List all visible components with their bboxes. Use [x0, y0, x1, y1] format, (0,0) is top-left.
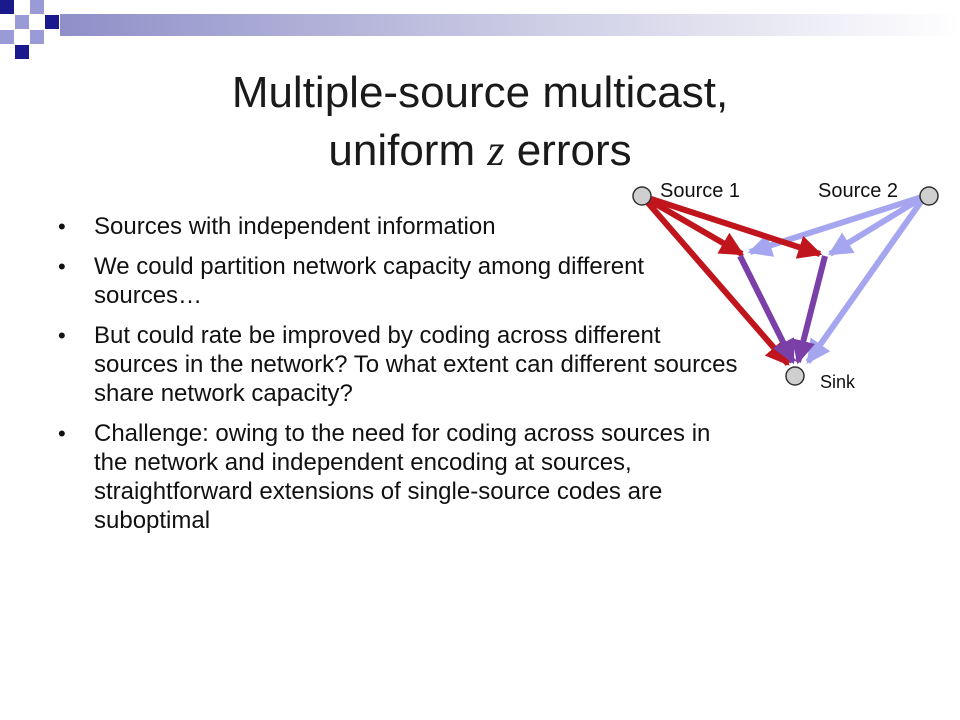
header-gradient-bar	[60, 14, 960, 36]
slide-title: Multiple-source multicast, uniform z err…	[40, 64, 920, 180]
title-line-2: uniform z errors	[40, 122, 920, 180]
header-square	[30, 30, 44, 44]
title-variable: z	[487, 126, 505, 175]
source2-node	[919, 186, 939, 206]
edge-source2-left	[747, 193, 926, 257]
bullet-item: Challenge: owing to the need for coding …	[58, 419, 738, 535]
edge-source1-left	[640, 193, 745, 257]
header-square	[30, 0, 44, 14]
header-square	[15, 15, 29, 29]
sink-node	[785, 366, 805, 386]
edge-source2-right	[827, 193, 927, 257]
bullet-item: Sources with independent information	[58, 212, 738, 241]
header-decoration	[0, 0, 960, 59]
bullet-item: We could partition network capacity amon…	[58, 252, 738, 310]
edge-source1-right	[641, 193, 823, 259]
edge-left-sink	[737, 254, 796, 365]
header-square	[0, 0, 14, 14]
source1-node	[632, 186, 652, 206]
edge-source1-sink	[639, 194, 791, 366]
bullet-item: But could rate be improved by coding acr…	[58, 321, 738, 408]
header-square	[45, 15, 59, 29]
sink-label: Sink	[820, 372, 856, 392]
edge-right-sink	[791, 255, 828, 365]
edge-source2-sink	[805, 194, 928, 364]
header-square	[0, 30, 14, 44]
source2-label: Source 2	[818, 180, 898, 202]
bullet-list: Sources with independent information We …	[58, 212, 738, 546]
header-square	[15, 45, 29, 59]
title-text-post: errors	[504, 126, 632, 175]
source1-label: Source 1	[660, 180, 740, 202]
title-line-1: Multiple-source multicast,	[231, 68, 729, 117]
title-text-pre: uniform	[328, 126, 488, 175]
network-diagram: Source 1 Source 2 Sink	[632, 180, 939, 392]
